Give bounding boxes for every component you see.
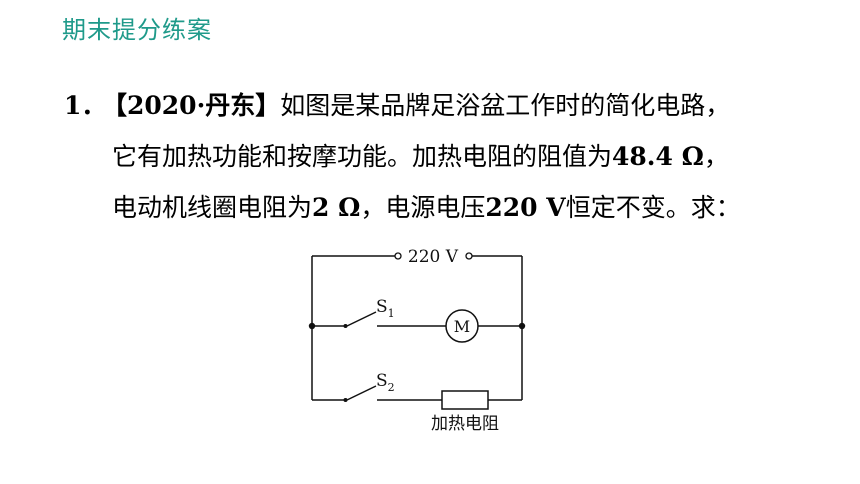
question-line3-pre: 电动机线圈电阻为 [112,193,313,222]
resistor-label: 加热电阻 [431,414,499,434]
switch-s2-blade [346,385,377,401]
question-text: 1．【2020·丹东】如图是某品牌足浴盆工作时的简化电路， 它有加热功能和按摩功… [64,80,854,233]
question-line2-end: ， [703,142,729,171]
heating-resistance-value: 48.4 Ω [612,142,704,171]
circuit-diagram: 220 V M S1 S2 加热电阻 [308,247,526,434]
junction-right [518,322,526,330]
switch-s2-contact [343,398,348,402]
switch-s2-letter: S [376,371,388,391]
motor-label: M [454,317,470,336]
motor-resistance-value: 2 Ω [312,193,361,222]
voltage-label: 220 V [408,247,459,267]
question-line2-pre: 它有加热功能和按摩功能。加热电阻的阻值为 [112,142,613,171]
switch-s1-contact [343,324,348,328]
supply-voltage-value: 220 V [485,193,566,222]
question-line-2: 它有加热功能和按摩功能。加热电阻的阻值为48.4 Ω， [64,131,854,182]
heating-resistor-symbol [441,390,489,410]
question-source: 【2020·丹东】 [102,91,281,120]
switch-s1-label: S1 [376,297,395,320]
question-number: 1． [64,91,107,120]
terminal-right [465,252,473,260]
question-line-3: 电动机线圈电阻为2 Ω，电源电压220 V恒定不变。求： [64,182,854,233]
switch-s1-letter: S [376,297,388,317]
switch-s2-subscript: 2 [388,381,395,394]
question-line-1: 1．【2020·丹东】如图是某品牌足浴盆工作时的简化电路， [64,80,854,131]
switch-s2-label: S2 [376,371,395,394]
switch-s1-blade [346,311,377,327]
question-line3-mid: ，电源电压 [360,193,486,222]
switch-s1-subscript: 1 [388,307,395,320]
terminal-left [394,252,402,260]
page-header-title: 期末提分练案 [62,16,212,44]
question-line3-end: 恒定不变。求： [565,193,741,222]
junction-left [308,322,316,330]
question-line1-text: 如图是某品牌足浴盆工作时的简化电路， [280,91,731,120]
